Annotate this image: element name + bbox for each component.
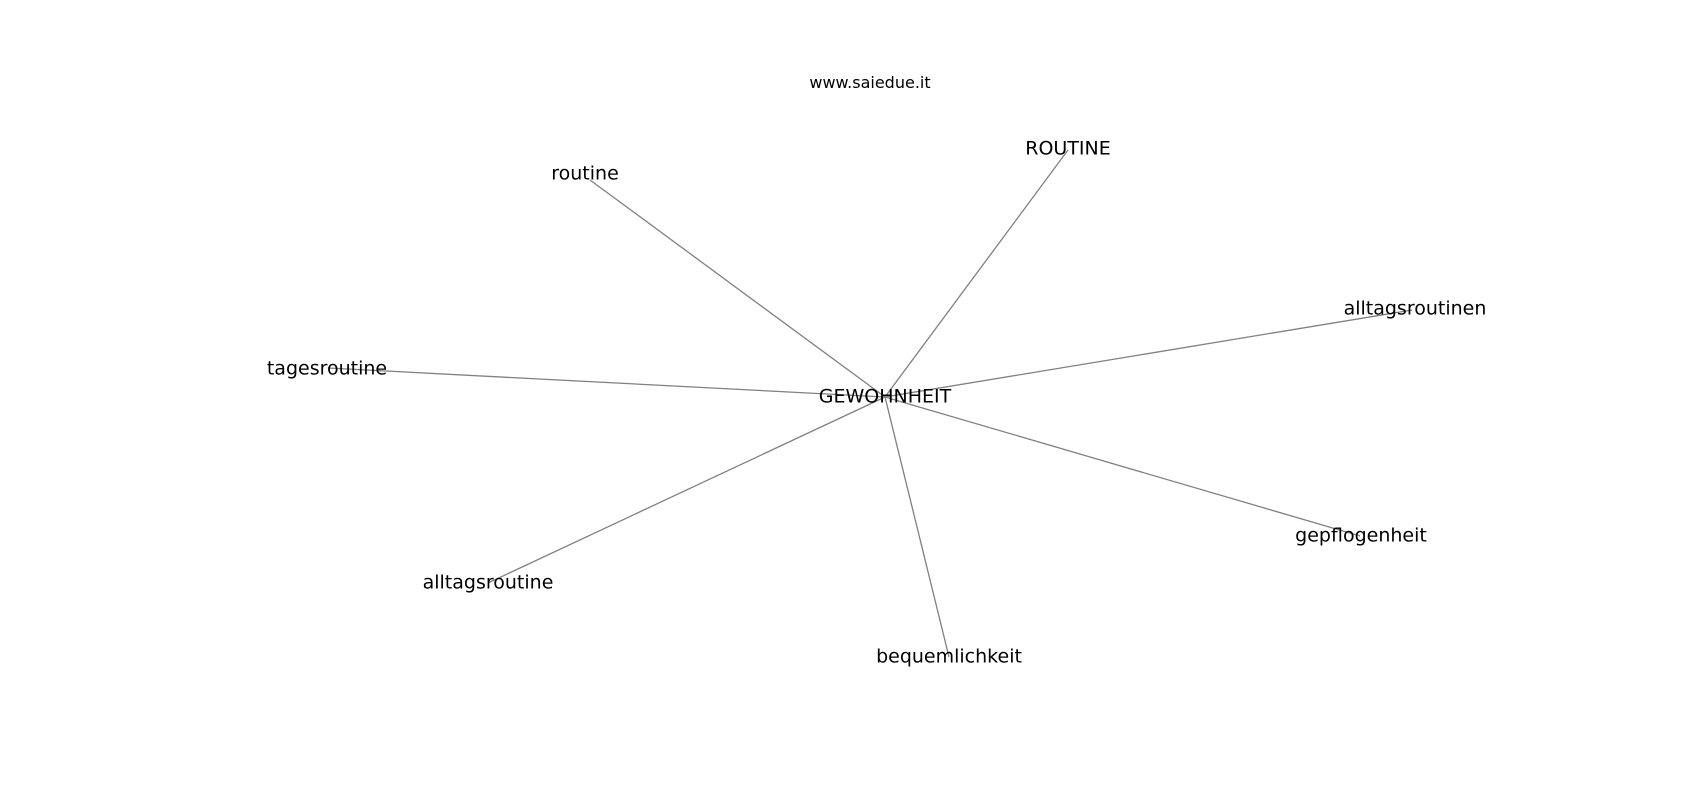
node-tagesroutine: tagesroutine — [267, 358, 387, 380]
edge-tagesroutine — [327, 367, 886, 398]
node-gepflogenheit: gepflogenheit — [1295, 525, 1427, 547]
node-routine: routine — [551, 163, 619, 185]
edge-ROUTINE — [884, 149, 1069, 398]
site-url: www.saiedue.it — [809, 73, 930, 92]
node-alltagsroutine: alltagsroutine — [423, 572, 554, 594]
edge-gepflogenheit — [884, 396, 1361, 537]
edge-alltagsroutine — [487, 396, 886, 584]
node-labels: GEWOHNHEIT routine ROUTINE alltagsroutin… — [267, 138, 1487, 668]
node-center: GEWOHNHEIT — [819, 386, 952, 408]
edge-routine — [589, 179, 886, 398]
node-ROUTINE: ROUTINE — [1025, 138, 1111, 160]
node-alltagsroutinen: alltagsroutinen — [1344, 298, 1487, 320]
node-bequemlichkeit: bequemlichkeit — [876, 646, 1022, 668]
edges — [327, 149, 1413, 658]
edge-bequemlichkeit — [884, 396, 950, 658]
edge-alltagsroutinen — [884, 309, 1413, 398]
